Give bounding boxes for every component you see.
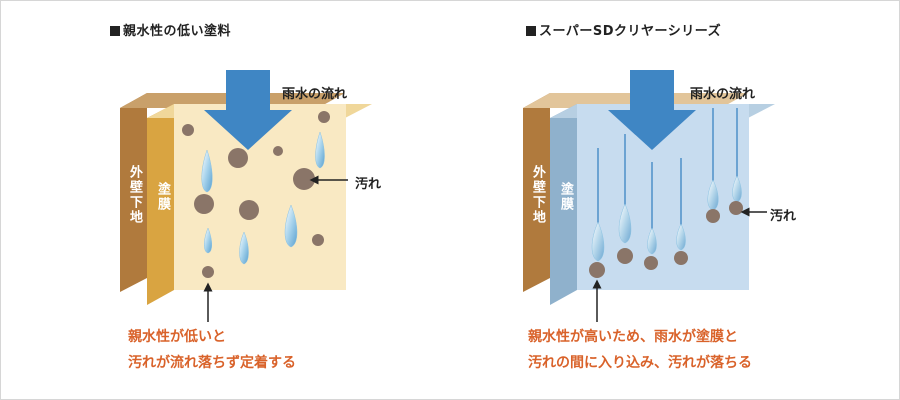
left-caption-line1: 親水性が低いと <box>128 329 226 345</box>
down-arrow-icon <box>608 70 696 150</box>
left-water-drops <box>201 131 325 265</box>
square-bullet-icon <box>110 26 120 36</box>
left-rain-label: 雨水の流れ <box>282 87 348 102</box>
dirt-spot-icon <box>228 148 248 168</box>
left-panel-title: 親水性の低い塗料 <box>110 20 231 39</box>
right-wall-label: 外壁下地 <box>530 165 545 225</box>
right-coat-layer <box>550 104 577 305</box>
dirt-spot-icon <box>674 251 688 265</box>
right-caption: 親水性が高いため、雨水が塗膜と 汚れの間に入り込み、汚れが落ちる <box>528 324 752 376</box>
dirt-spot-icon <box>182 124 194 136</box>
right-coat-label: 塗膜 <box>558 182 573 212</box>
square-bullet-icon <box>526 26 536 36</box>
left-coat-label: 塗膜 <box>155 182 170 212</box>
right-dirt-label: 汚れ <box>770 209 797 224</box>
down-arrow-icon <box>204 70 292 150</box>
water-drop-icon <box>676 223 686 251</box>
dirt-spot-icon <box>239 200 259 220</box>
water-drop-icon <box>315 131 325 169</box>
dirt-spot-icon <box>293 168 315 190</box>
dirt-spot-icon <box>318 111 330 123</box>
dirt-spot-icon <box>273 146 283 156</box>
left-wall-layer <box>120 93 147 292</box>
right-dirt-spots <box>589 201 743 278</box>
dirt-spot-icon <box>706 209 720 223</box>
right-wall-layer <box>523 93 550 292</box>
water-drop-icon <box>201 149 213 193</box>
dirt-spot-icon <box>644 256 658 270</box>
right-rain-streaks <box>597 108 738 232</box>
dirt-spot-icon <box>729 201 743 215</box>
dirt-spot-icon <box>194 194 214 214</box>
left-caption-line2: 汚れが流れ落ちず定着する <box>128 355 296 371</box>
left-caption: 親水性が低いと 汚れが流れ落ちず定着する <box>128 324 296 376</box>
right-panel-title: スーパーSDクリヤーシリーズ <box>526 20 721 39</box>
dirt-spot-icon <box>202 266 214 278</box>
right-water-drops <box>591 175 742 262</box>
left-wall-label: 外壁下地 <box>127 165 142 225</box>
right-caption-line2: 汚れの間に入り込み、汚れが落ちる <box>528 355 752 371</box>
water-drop-icon <box>239 231 249 265</box>
dirt-spot-icon <box>312 234 324 246</box>
water-drop-icon <box>647 227 657 255</box>
water-drop-icon <box>204 227 212 254</box>
water-drop-icon <box>284 204 298 248</box>
left-dirt-spots <box>182 111 330 278</box>
left-coat-layer <box>147 104 174 305</box>
right-caption-line1: 親水性が高いため、雨水が塗膜と <box>528 329 738 345</box>
water-drop-icon <box>591 221 605 262</box>
water-drop-icon <box>618 203 632 244</box>
left-dirt-label: 汚れ <box>355 177 382 192</box>
dirt-spot-icon <box>617 248 633 264</box>
right-rain-label: 雨水の流れ <box>690 87 756 102</box>
dirt-spot-icon <box>589 262 605 278</box>
